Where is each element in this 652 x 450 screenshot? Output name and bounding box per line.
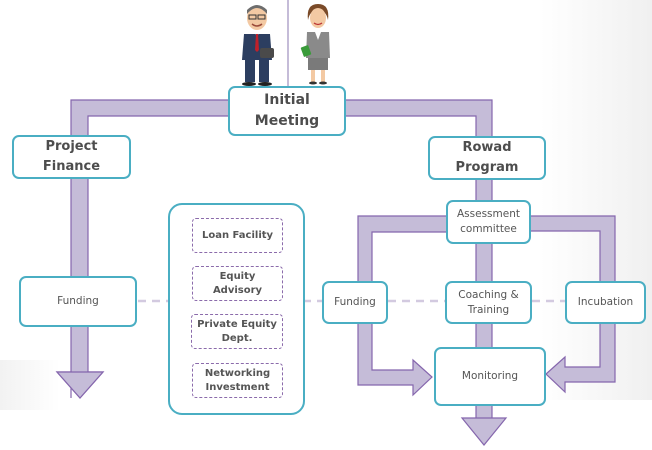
rowad-program-node[interactable]: Rowad Program <box>428 136 546 180</box>
businessman-icon <box>242 5 274 86</box>
service-networking-investment[interactable]: Networking Investment <box>192 363 283 398</box>
pipe-branch-right <box>527 215 616 394</box>
service-label: Equity Advisory <box>212 270 263 296</box>
pf-funding-node[interactable]: Funding <box>19 276 137 327</box>
service-private-equity[interactable]: Private Equity Dept. <box>191 314 283 349</box>
service-label: Networking Investment <box>204 367 271 393</box>
monitoring-label: Monitoring <box>461 370 519 382</box>
service-loan-facility[interactable]: Loan Facility <box>192 218 283 253</box>
coaching-training-node[interactable]: Coaching & Training <box>445 281 532 324</box>
pipe-branch-left <box>357 215 451 397</box>
businesswoman-icon <box>300 4 330 85</box>
arrow-project-finance-down <box>55 371 105 399</box>
assessment-committee-label: Assessment committee <box>457 208 520 235</box>
background-shade-bottom-left <box>0 360 60 410</box>
rowad-funding-label: Funding <box>334 296 376 308</box>
project-finance-node[interactable]: Project Finance <box>12 135 131 179</box>
incubation-node[interactable]: Incubation <box>565 281 646 324</box>
background-shade-right <box>540 0 652 400</box>
assessment-committee-node[interactable]: Assessment committee <box>446 200 531 244</box>
service-label: Loan Facility <box>201 229 274 241</box>
project-finance-label: Project Finance <box>42 139 101 174</box>
monitoring-node[interactable]: Monitoring <box>434 347 546 406</box>
pf-funding-label: Funding <box>57 295 99 307</box>
arrow-main-down <box>460 417 508 446</box>
initial-meeting-label: Initial Meeting <box>254 92 320 129</box>
service-label: Private Equity Dept. <box>197 318 277 344</box>
incubation-label: Incubation <box>577 296 634 308</box>
service-equity-advisory[interactable]: Equity Advisory <box>192 266 283 301</box>
coaching-training-label: Coaching & Training <box>458 288 519 316</box>
rowad-funding-node[interactable]: Funding <box>322 281 388 324</box>
rowad-program-label: Rowad Program <box>455 140 519 175</box>
people-divider <box>287 0 289 86</box>
initial-meeting-node[interactable]: Initial Meeting <box>228 86 346 136</box>
